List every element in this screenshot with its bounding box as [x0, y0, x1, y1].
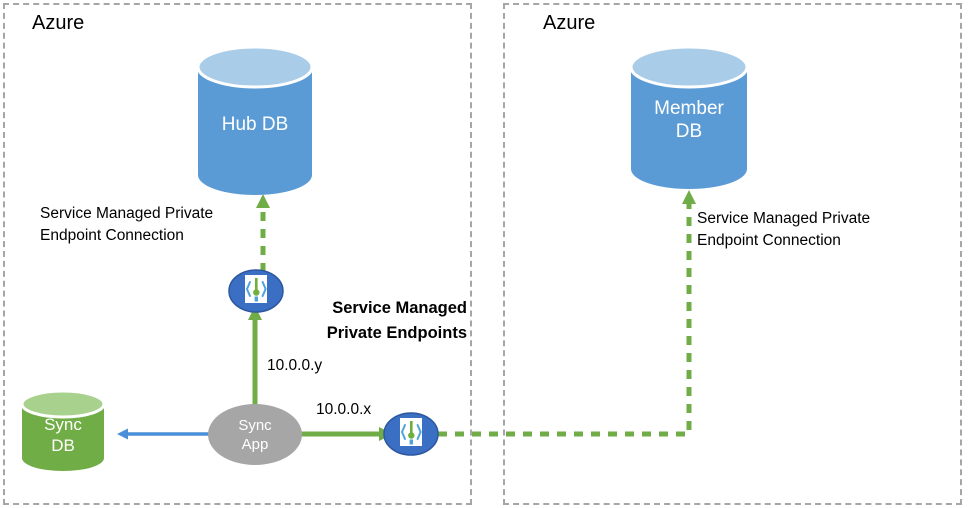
sync-app-shape — [208, 404, 302, 465]
private-endpoint-hub-node[interactable] — [228, 269, 284, 313]
ip-label-member: 10.0.0.x — [316, 401, 372, 418]
member-connection-label: Service Managed Private Endpoint Connect… — [697, 210, 871, 249]
private-link-icon — [383, 412, 439, 456]
member-db-node[interactable]: Member DB — [629, 45, 749, 191]
private-endpoint-member-node[interactable] — [383, 412, 439, 456]
hub-db-shape — [196, 45, 314, 195]
sync-db-node[interactable]: Sync DB — [20, 390, 106, 472]
azure-zone-right-label: Azure — [543, 12, 596, 34]
member-db-shape — [629, 45, 749, 189]
private-link-icon — [228, 269, 284, 313]
sync-db-shape — [20, 390, 106, 471]
hub-connection-label: Service Managed Private Endpoint Connect… — [40, 205, 214, 244]
sync-app-node[interactable]: Sync App — [207, 403, 303, 466]
hub-db-node[interactable]: Hub DB — [196, 45, 314, 197]
azure-zone-left-label: Azure — [32, 12, 85, 34]
ip-label-hub: 10.0.0.y — [267, 357, 323, 374]
service-managed-private-endpoints-title: Service Managed Private Endpoints — [326, 299, 467, 342]
